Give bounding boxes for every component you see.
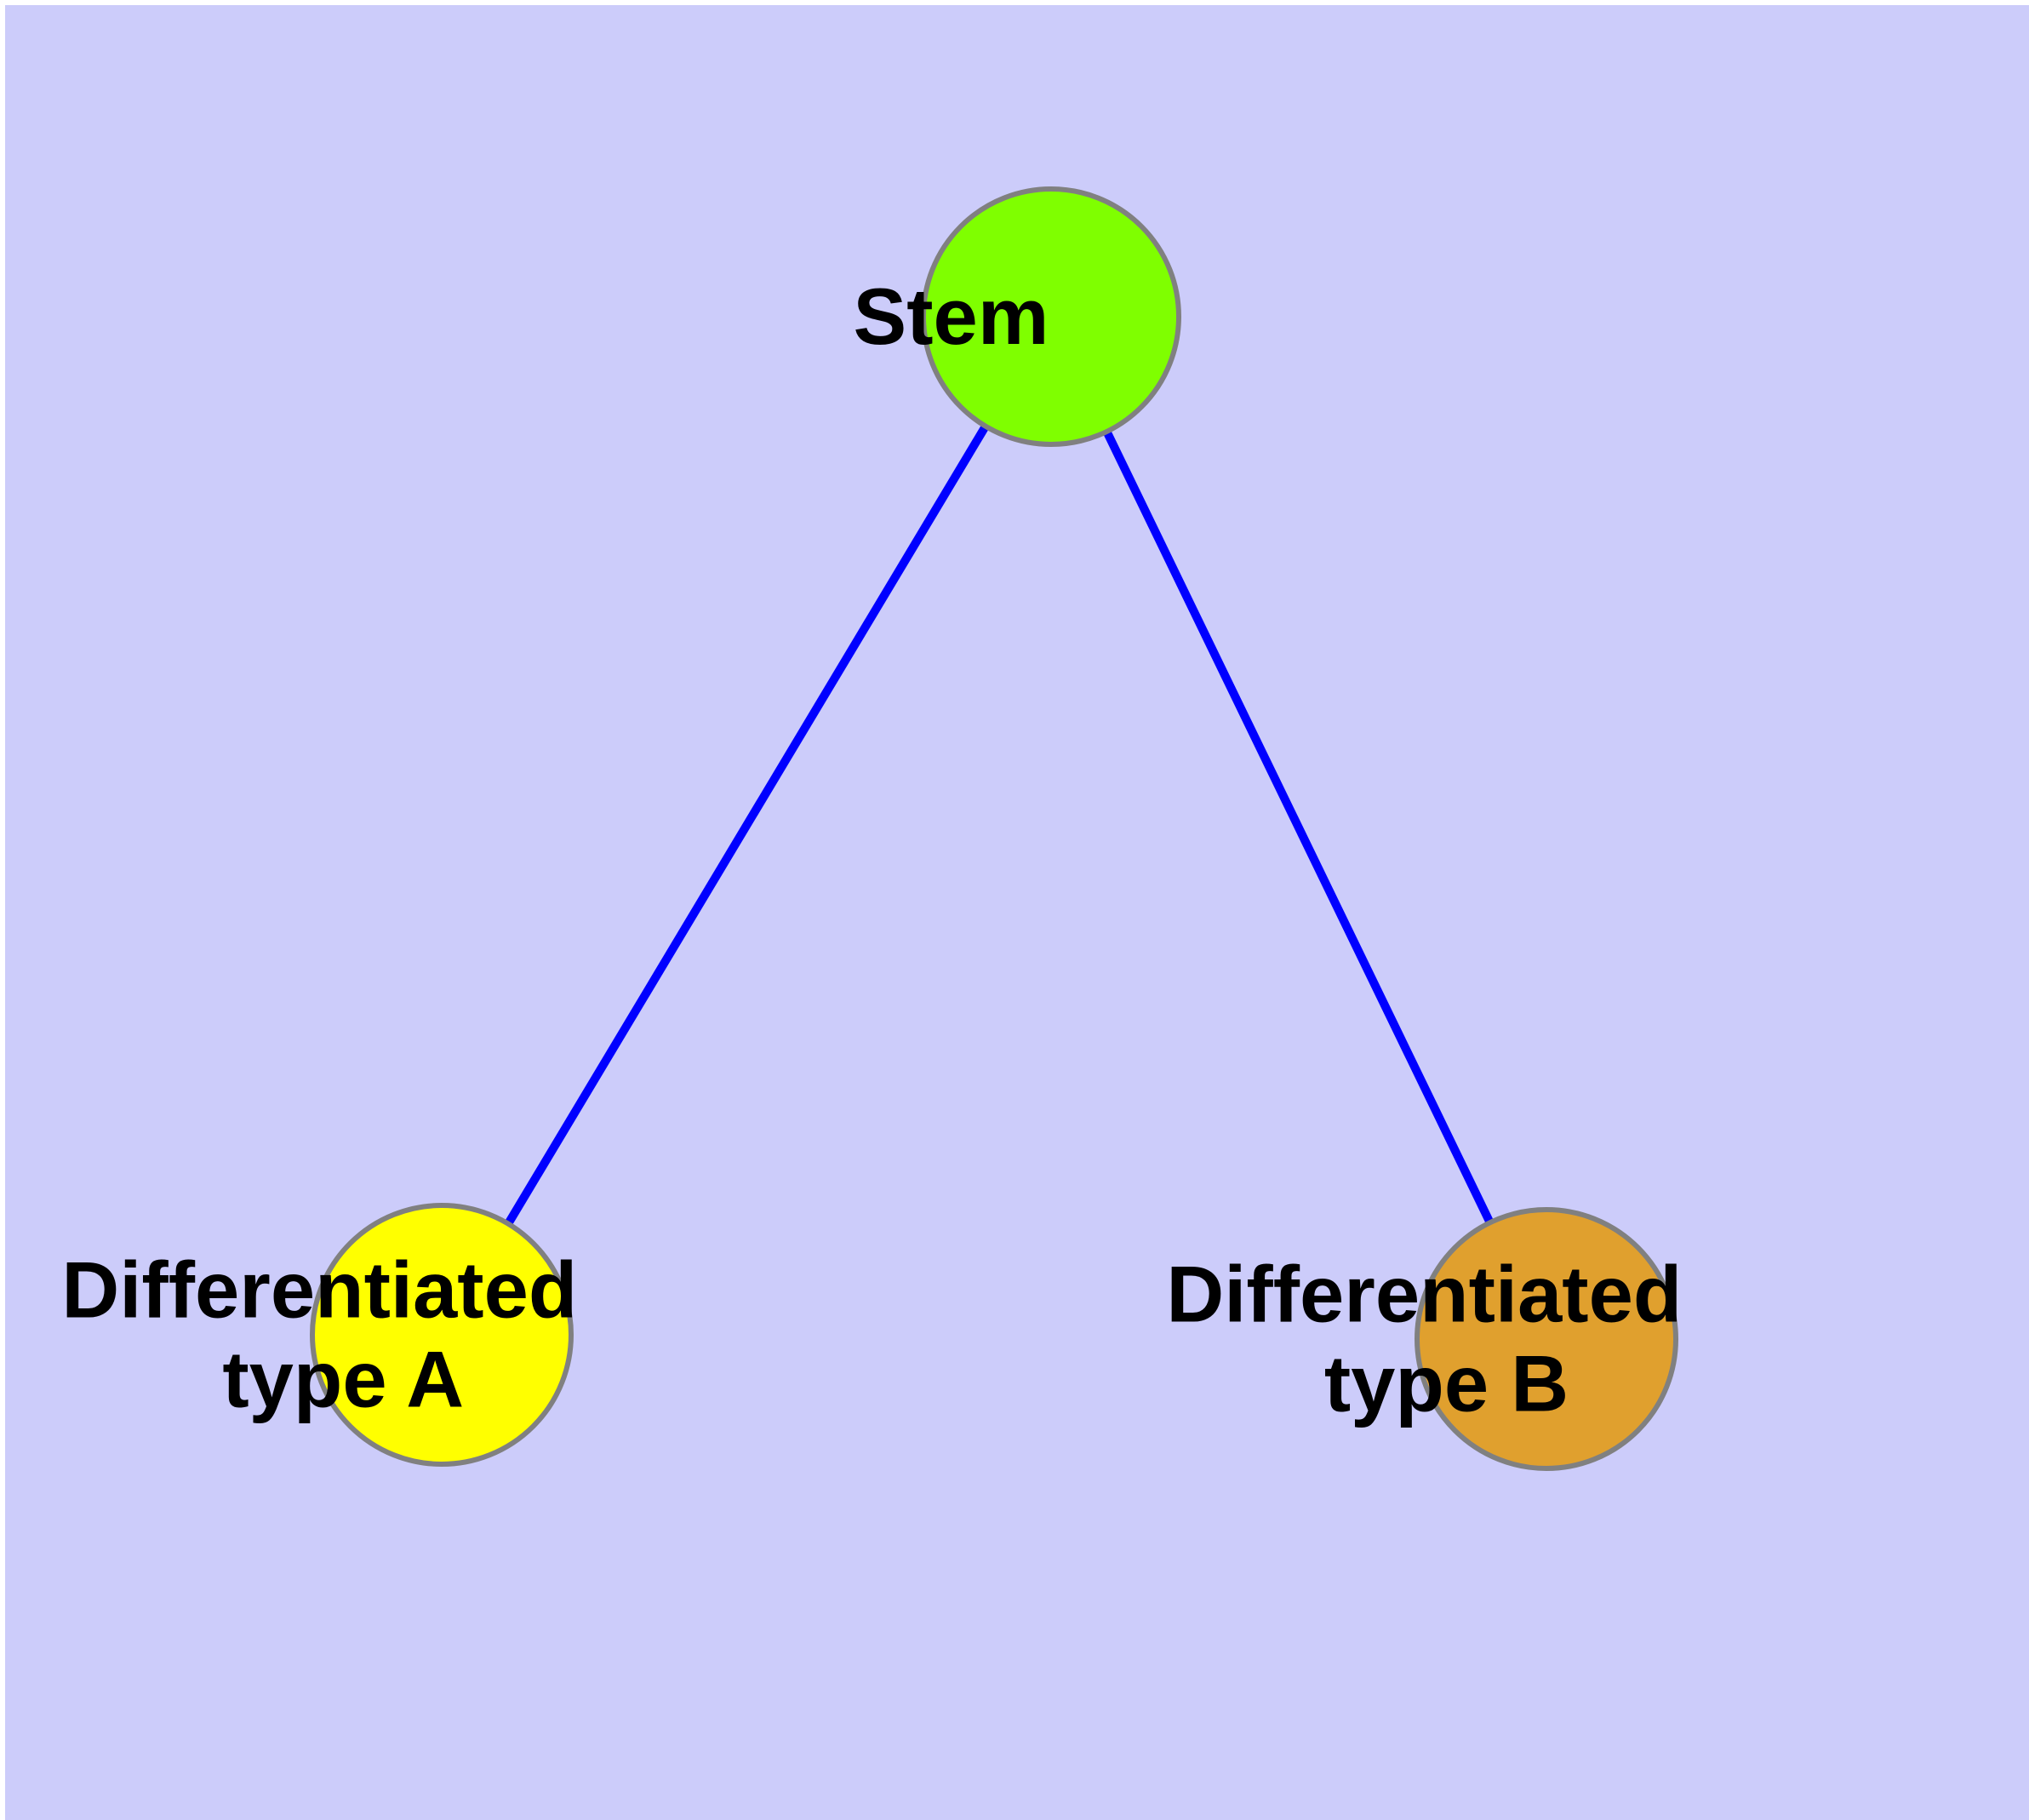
label-layer: Stem Differentiated type A Differentiate… — [61, 272, 1926, 1428]
node-layer — [310, 186, 1678, 1471]
node-differentiated-type-a-label-line1: Differentiated — [61, 1245, 577, 1334]
graph-svg: Stem Differentiated type A Differentiate… — [61, 186, 1926, 1471]
node-differentiated-type-a-label-line2: type A — [222, 1334, 462, 1423]
node-differentiated-type-b-label-line2: type B — [1324, 1338, 1569, 1428]
graph-plot-area: Stem Differentiated type A Differentiate… — [5, 5, 2029, 1820]
node-differentiated-type-a-label: Differentiated type A — [61, 1245, 821, 1423]
edge-stem-to-differentiated-type-b[interactable] — [1047, 314, 1551, 1342]
node-differentiated-type-b-label-line1: Differentiated — [1166, 1249, 1682, 1338]
edge-layer — [437, 314, 1551, 1342]
node-differentiated-type-b-circle[interactable] — [1415, 1207, 1678, 1471]
edge-stem-to-differentiated-type-a[interactable] — [437, 314, 1055, 1337]
node-stem-circle[interactable] — [921, 186, 1181, 447]
node-stem-label: Stem — [854, 272, 1249, 361]
node-differentiated-type-a-circle[interactable] — [310, 1203, 574, 1467]
node-stem-label-line1: Stem — [854, 272, 1049, 361]
node-differentiated-type-b-label: Differentiated type B — [1166, 1249, 1926, 1428]
